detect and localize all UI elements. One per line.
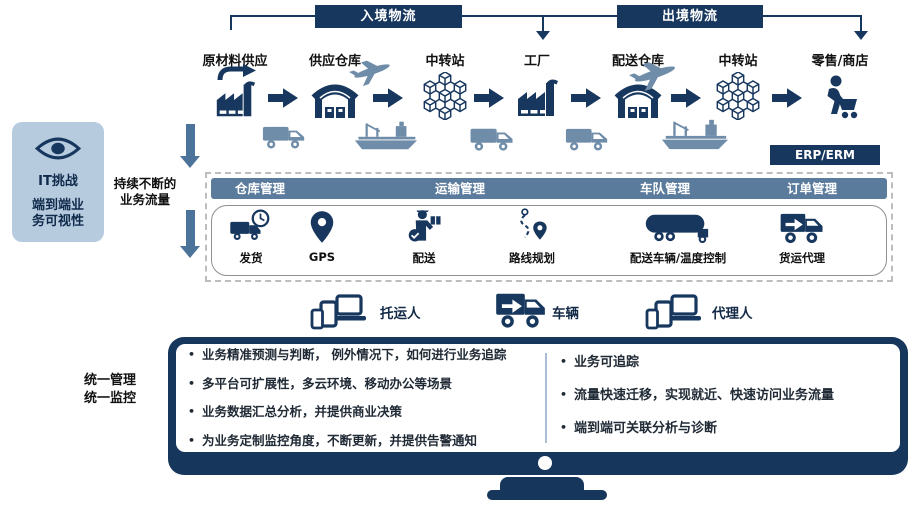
bullet-item: 为业务定制监控角度，不断更新，并提供告警通知 (188, 432, 540, 450)
bullet-item: 多平台可扩展性，多云环境、移动办公等场景 (188, 375, 540, 393)
actor-shipper-label: 托运人 (380, 306, 421, 322)
connector-arrow-retail (854, 31, 868, 40)
bullet-item: 业务精准预测与判断， 例外情况下，如何进行业务追踪 (188, 346, 540, 364)
management-band (205, 172, 893, 282)
outbound-logistics-banner: 出境物流 (617, 5, 763, 28)
it-challenge-subtitle: 端到端业 务可视性 (31, 198, 84, 230)
station-label-raw-material: 原材料供应 (202, 54, 268, 69)
shopper-cart-icon (816, 74, 864, 122)
station-label-supply-warehouse: 供应仓库 (308, 54, 361, 69)
flow-arrow-icon (373, 88, 403, 108)
ship-icon (353, 119, 419, 151)
bullet-item: 流量快速迁移，实现就近、快速访问业务流量 (560, 387, 896, 405)
flow-arrow-icon (268, 88, 298, 108)
airplane-icon (345, 56, 399, 86)
bullet-item: 业务数据汇总分析，并提供商业决策 (188, 403, 540, 421)
factory-icon (513, 74, 561, 122)
flow-arrow-icon (671, 88, 701, 108)
bullet-item: 业务可追踪 (560, 354, 896, 372)
it-challenge-title: IT挑战 (38, 174, 78, 189)
truck-icon (262, 123, 306, 151)
route-pin-icon (513, 208, 551, 246)
down-arrow (180, 210, 200, 258)
station-label-factory: 工厂 (523, 54, 550, 69)
station-label-retail-store: 零售/商店 (811, 54, 869, 69)
monitor-stand-neck (500, 477, 584, 493)
section-transport-mgmt: 运输管理 (434, 181, 486, 196)
inbound-logistics-label: 入境物流 (360, 9, 417, 24)
top-connector-left-stub (230, 15, 232, 30)
freight-truck-icon (779, 208, 825, 246)
services-box: 发货 GPS 配送 路线规划 配送车辆/温度控制 货运代理 (211, 205, 887, 276)
connector-line-factory (542, 15, 544, 32)
actor-agent-label: 代理人 (712, 306, 753, 322)
monitor-stand-base (487, 490, 607, 500)
bullet-item: 端到端可关联分析与诊断 (560, 420, 896, 438)
devices-icon (308, 290, 372, 334)
connector-arrow-factory (536, 31, 550, 40)
service-gps: GPS (304, 208, 340, 264)
truck-icon (469, 125, 515, 153)
devices-icon (643, 290, 707, 334)
section-fleet-mgmt: 车队管理 (639, 181, 691, 196)
management-sections-bar: 仓库管理 运输管理 车队管理 订单管理 (211, 178, 887, 199)
down-arrow (180, 124, 200, 168)
tanker-truck-icon (644, 208, 712, 246)
connector-line-retail (860, 15, 862, 32)
outbound-logistics-label: 出境物流 (661, 9, 718, 24)
ship-icon (658, 117, 732, 151)
station-label-transit-hub-2: 中转站 (718, 54, 758, 69)
courier-icon (404, 208, 444, 246)
screen-right-bullets: 业务可追踪 流量快速迁移，实现就近、快速访问业务流量 端到端可关联分析与诊断 (560, 354, 896, 454)
erp-erm-label: ERP/ERM (795, 148, 855, 162)
it-challenge-panel: IT挑战 端到端业 务可视性 (12, 122, 104, 242)
truck-icon (565, 125, 609, 153)
erp-erm-badge: ERP/ERM (770, 145, 880, 165)
section-warehouse-mgmt: 仓库管理 (234, 181, 286, 196)
service-delivery: 配送 (404, 208, 444, 266)
continuous-traffic-label: 持续不断的 业务流量 (113, 176, 177, 208)
inbound-logistics-banner: 入境物流 (315, 5, 462, 28)
section-order-mgmt: 订单管理 (786, 181, 838, 196)
station-label-transit-hub-1: 中转站 (425, 54, 465, 69)
flow-arrow-icon (772, 88, 802, 108)
service-temperature-control: 配送车辆/温度控制 (630, 208, 726, 266)
service-shipping: 发货 (228, 208, 274, 266)
top-connector-line (230, 15, 862, 17)
truck-icon (494, 288, 548, 330)
monitor-power-dot (538, 456, 552, 470)
flow-arrow-icon (474, 88, 504, 108)
cube-network-icon (421, 72, 469, 120)
actor-vehicle-label: 车辆 (552, 306, 579, 322)
service-route-planning: 路线规划 (509, 208, 555, 266)
unified-management-label: 统一管理 统一监控 (83, 373, 136, 406)
service-freight-agency: 货运代理 (779, 208, 825, 266)
factory-arrow-icon (211, 64, 259, 122)
screen-left-bullets: 业务精准预测与判断， 例外情况下，如何进行业务追踪 多平台可扩展性，多云环境、移… (188, 346, 540, 460)
flow-arrow-icon (571, 88, 601, 108)
screen-column-divider (545, 353, 547, 443)
map-pin-icon (304, 208, 340, 246)
airplane-icon (623, 57, 687, 91)
eye-icon (35, 135, 81, 162)
cube-network-icon (714, 72, 762, 120)
truck-clock-icon (228, 208, 274, 246)
